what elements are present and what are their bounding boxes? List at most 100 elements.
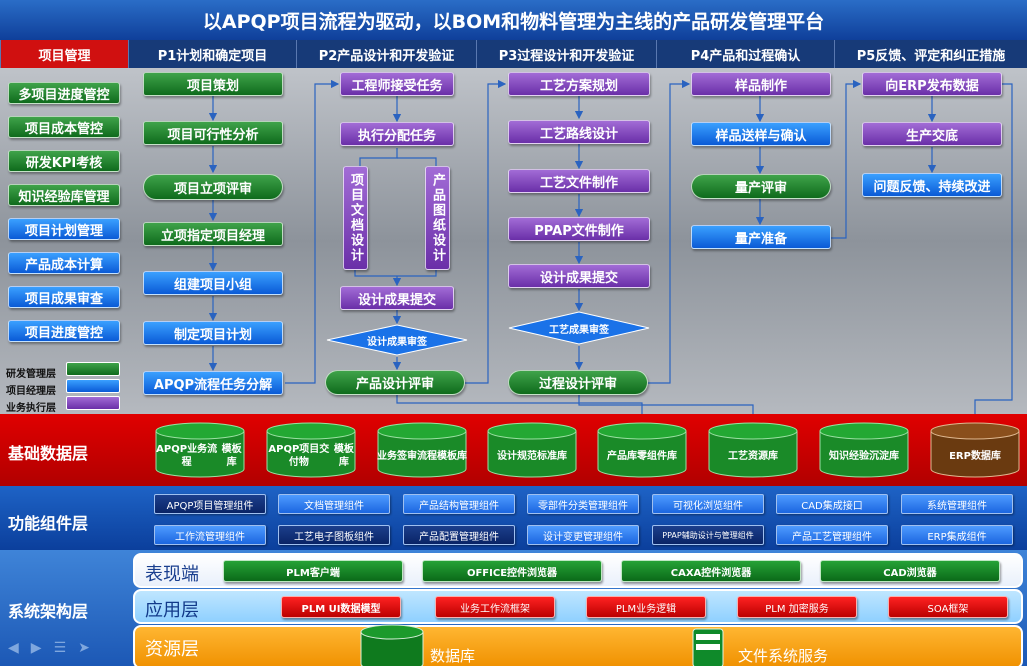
menu-icon[interactable]: ☰ xyxy=(53,640,79,656)
diamond-shape xyxy=(326,324,468,356)
p2-accept-task[interactable]: 工程师接受任务 xyxy=(340,72,454,96)
db-label-line1: 工艺资源库 xyxy=(728,450,778,462)
cylinder-icon xyxy=(819,422,909,478)
p3-submit-result[interactable]: 设计成果提交 xyxy=(508,264,650,288)
db-label-line1: 产品库 xyxy=(607,450,637,462)
function-layer-label: 功能组件层 xyxy=(8,514,89,533)
database-icon xyxy=(360,624,424,666)
pres-cad-viewer[interactable]: CAD浏览器 xyxy=(820,560,1000,582)
p2-review-sign[interactable]: 设计成果审签 xyxy=(326,324,468,356)
diamond-shape xyxy=(508,311,650,345)
db-label-line1: 设计规范 xyxy=(497,450,537,462)
component-system-mgmt[interactable]: 系统管理组件 xyxy=(901,494,1013,514)
p1-project-planning[interactable]: 项目策划 xyxy=(143,72,283,96)
component-ppap-assist[interactable]: PPAP辅助设计与管理组件 xyxy=(652,525,764,545)
end-arrow-icon[interactable]: ➤ xyxy=(78,640,102,656)
phase-header-p1: P1计划和确定项目 xyxy=(128,40,296,68)
slide-nav-icons[interactable]: ◀▶☰➤ xyxy=(8,640,102,656)
cylinder-icon xyxy=(930,422,1020,478)
p3-process-review[interactable]: 过程设计评审 xyxy=(508,370,648,395)
component-visual-browse[interactable]: 可视化浏览组件 xyxy=(652,494,764,514)
sidebar-item-project-review[interactable]: 项目成果审查 xyxy=(8,286,120,308)
p1-build-team[interactable]: 组建项目小组 xyxy=(143,271,283,295)
basic-data-layer-label: 基础数据层 xyxy=(8,444,89,463)
db-label-line2: 标准库 xyxy=(537,450,567,462)
p5-erp-release[interactable]: 向ERP发布数据 xyxy=(862,72,1002,96)
component-cad-interface[interactable]: CAD集成接口 xyxy=(776,494,888,514)
component-design-change[interactable]: 设计变更管理组件 xyxy=(527,525,639,545)
component-product-process[interactable]: 产品工艺管理组件 xyxy=(776,525,888,545)
sidebar-item-product-cost[interactable]: 产品成本计算 xyxy=(8,252,120,274)
p1-feasibility-analysis[interactable]: 项目可行性分析 xyxy=(143,121,283,145)
db-label: 设计规范标准库 xyxy=(487,436,577,476)
sidebar-item-multi-project-progress[interactable]: 多项目进度管控 xyxy=(8,82,120,104)
sidebar-item-project-progress[interactable]: 项目进度管控 xyxy=(8,320,120,342)
component-process-drawing[interactable]: 工艺电子图板组件 xyxy=(278,525,390,545)
p4-sample-confirm[interactable]: 样品送样与确认 xyxy=(691,122,831,146)
component-product-config[interactable]: 产品配置管理组件 xyxy=(403,525,515,545)
tier-application-label: 应用层 xyxy=(145,600,199,621)
component-apqp-mgmt[interactable]: APQP项目管理组件 xyxy=(154,494,266,514)
p4-sample-making[interactable]: 样品制作 xyxy=(691,72,831,96)
pres-office-viewer[interactable]: OFFICE控件浏览器 xyxy=(422,560,602,582)
db-apqp-deliverable-template[interactable]: APQP项目交付物模板库 xyxy=(266,422,356,478)
app-workflow-framework[interactable]: 业务工作流框架 xyxy=(435,596,555,618)
component-doc-mgmt[interactable]: 文档管理组件 xyxy=(278,494,390,514)
cylinder-icon xyxy=(708,422,798,478)
db-label-line2: 模板库 xyxy=(437,450,467,462)
p5-feedback-improve[interactable]: 问题反馈、持续改进 xyxy=(862,173,1002,197)
p1-make-plan[interactable]: 制定项目计划 xyxy=(143,321,283,345)
p2-execute-task[interactable]: 执行分配任务 xyxy=(340,122,454,146)
cylinder-icon xyxy=(266,422,356,478)
db-label: 业务签审流程模板库 xyxy=(377,436,467,476)
p2-design-review[interactable]: 产品设计评审 xyxy=(325,370,465,395)
p1-task-breakdown[interactable]: APQP流程任务分解 xyxy=(143,371,283,395)
db-process-resource[interactable]: 工艺资源库 xyxy=(708,422,798,478)
db-label: 知识经验沉淀库 xyxy=(819,436,909,476)
pres-caxa-viewer[interactable]: CAXA控件浏览器 xyxy=(621,560,801,582)
db-design-standard[interactable]: 设计规范标准库 xyxy=(487,422,577,478)
app-plm-encryption[interactable]: PLM 加密服务 xyxy=(737,596,857,618)
p2-review-sign-label: 设计成果审签 xyxy=(367,336,427,348)
next-arrow-icon[interactable]: ▶ xyxy=(30,640,54,656)
legend-label-exec: 业务执行层 xyxy=(6,403,56,414)
p3-ppap-doc[interactable]: PPAP文件制作 xyxy=(508,217,650,241)
phase-header-p4: P4产品和过程确认 xyxy=(656,40,834,68)
db-label-line1: APQP业务流程 xyxy=(156,444,218,468)
pres-plm-client[interactable]: PLM客户端 xyxy=(223,560,403,582)
p3-doc-making[interactable]: 工艺文件制作 xyxy=(508,169,650,193)
component-erp-integration[interactable]: ERP集成组件 xyxy=(901,525,1013,545)
component-product-structure[interactable]: 产品结构管理组件 xyxy=(403,494,515,514)
p2-submit-result[interactable]: 设计成果提交 xyxy=(340,286,454,310)
sidebar-item-project-cost-control[interactable]: 项目成本管控 xyxy=(8,116,120,138)
p2-drawing-design[interactable]: 产品图纸设计 xyxy=(425,166,450,270)
db-label-line1: ERP xyxy=(949,450,971,462)
p5-production-handover[interactable]: 生产交底 xyxy=(862,122,1002,146)
cylinder-icon xyxy=(487,422,577,478)
p4-mass-prep[interactable]: 量产准备 xyxy=(691,225,831,249)
app-plm-logic[interactable]: PLM业务逻辑 xyxy=(586,596,706,618)
p4-mass-review[interactable]: 量产评审 xyxy=(691,174,831,199)
component-workflow[interactable]: 工作流管理组件 xyxy=(154,525,266,545)
p3-process-plan[interactable]: 工艺方案规划 xyxy=(508,72,650,96)
p1-assign-pm[interactable]: 立项指定项目经理 xyxy=(143,222,283,246)
sidebar-item-rd-kpi[interactable]: 研发KPI考核 xyxy=(8,150,120,172)
db-knowledge[interactable]: 知识经验沉淀库 xyxy=(819,422,909,478)
db-apqp-flow-template[interactable]: APQP业务流程模板库 xyxy=(155,422,245,478)
component-parts-classification[interactable]: 零部件分类管理组件 xyxy=(527,494,639,514)
db-signoff-template[interactable]: 业务签审流程模板库 xyxy=(377,422,467,478)
prev-arrow-icon[interactable]: ◀ xyxy=(8,640,31,656)
p3-review-sign[interactable]: 工艺成果审签 xyxy=(508,311,650,345)
p2-doc-design[interactable]: 项目文档设计 xyxy=(343,166,368,270)
p3-route-design[interactable]: 工艺路线设计 xyxy=(508,120,650,144)
db-product-parts[interactable]: 产品库零组件库 xyxy=(597,422,687,478)
sidebar-item-project-plan[interactable]: 项目计划管理 xyxy=(8,218,120,240)
sidebar-item-knowledge-base[interactable]: 知识经验库管理 xyxy=(8,184,120,206)
p1-approval-review[interactable]: 项目立项评审 xyxy=(143,174,283,200)
app-soa-framework[interactable]: SOA框架 xyxy=(888,596,1008,618)
phase-header-project-mgmt: 项目管理 xyxy=(0,40,128,68)
app-plm-ui-model[interactable]: PLM UI数据模型 xyxy=(281,596,401,618)
